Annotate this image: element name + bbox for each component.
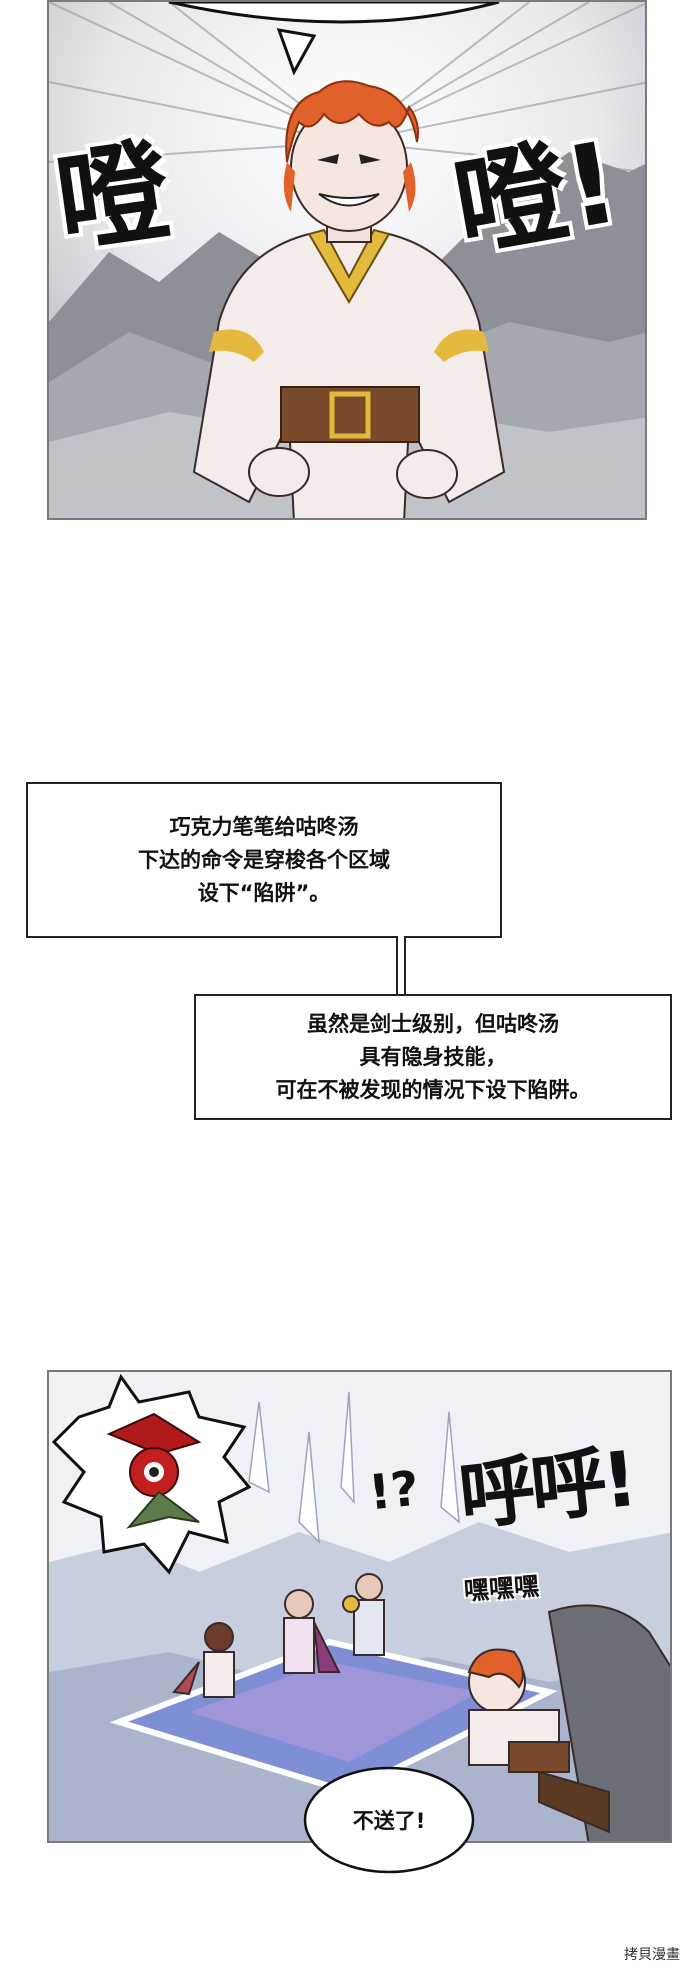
speech-bubble-text: 不送了! xyxy=(352,1809,426,1833)
narration-2-line-3: 可在不被发现的情况下设下陷阱。 xyxy=(275,1077,591,1102)
narration-box-1: 巧克力笔笔给咕咚汤 下达的命令是穿梭各个区域 设下“陷阱”。 xyxy=(26,782,502,938)
panel-hero: 噔 xyxy=(47,0,647,520)
narration-box-2: 虽然是剑士级别，但咕咚汤 具有隐身技能， 可在不被发现的情况下设下陷阱。 xyxy=(194,994,672,1120)
sound-effect-right: 噔! xyxy=(444,117,629,275)
narration-1-line-2: 下达的命令是穿梭各个区域 xyxy=(138,847,390,872)
sound-effect-question: !? xyxy=(366,1460,422,1522)
narration-2-line-1: 虽然是剑士级别，但咕咚汤 xyxy=(307,1011,559,1036)
trap-scene-illustration xyxy=(49,1372,670,1841)
sound-effect-heihei: 嘿嘿嘿 xyxy=(463,1571,540,1606)
sound-effect-huhu: 呼呼! xyxy=(454,1434,638,1541)
sound-effect-left: 噔 xyxy=(48,125,178,271)
narration-2-line-2: 具有隐身技能， xyxy=(359,1044,507,1069)
speech-bubble-shape xyxy=(303,1766,475,1874)
narration-1-line-1: 巧克力笔笔给咕咚汤 xyxy=(169,814,359,839)
panel-trap-scene: !? 呼呼! 嘿嘿嘿 xyxy=(47,1370,672,1843)
watermark-text: 拷貝漫畫 xyxy=(624,1947,680,1963)
narration-connector xyxy=(396,936,406,996)
hero-illustration xyxy=(49,2,645,518)
speech-bubble: 不送了! xyxy=(302,1764,476,1876)
narration-1-line-3: 设下“陷阱”。 xyxy=(197,880,331,905)
